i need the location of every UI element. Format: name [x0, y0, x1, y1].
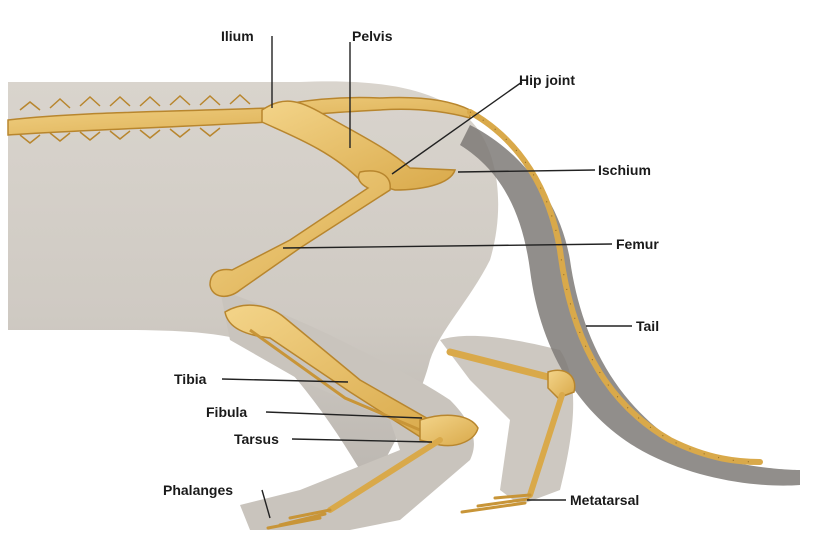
label-phalanges: Phalanges	[163, 482, 233, 498]
label-ischium: Ischium	[598, 162, 651, 178]
label-tail: Tail	[636, 318, 659, 334]
label-metatarsal: Metatarsal	[570, 492, 639, 508]
label-hip-joint: Hip joint	[519, 72, 575, 88]
label-tarsus: Tarsus	[234, 431, 279, 447]
label-tibia: Tibia	[174, 371, 206, 387]
label-femur: Femur	[616, 236, 659, 252]
label-ilium: Ilium	[221, 28, 254, 44]
label-fibula: Fibula	[206, 404, 247, 420]
label-pelvis: Pelvis	[352, 28, 392, 44]
